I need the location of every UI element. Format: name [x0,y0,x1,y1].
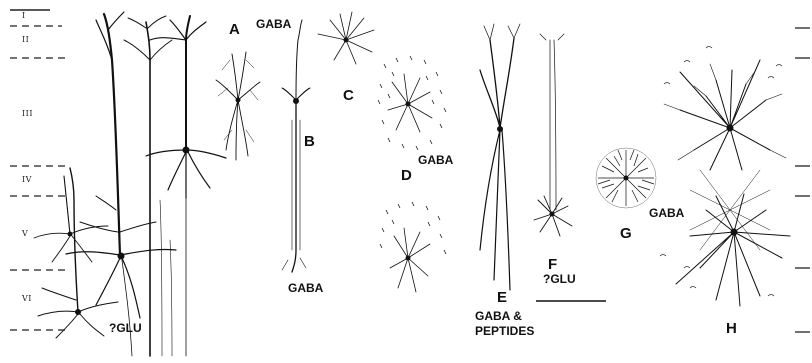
cell-label-d: D [401,168,412,183]
cell-H-drawing [660,47,790,307]
layer-label-i: I [22,12,26,20]
right-layer-ticks [795,28,810,332]
cell-label-g: G [620,226,632,241]
layer-label-vi: VI [22,295,32,303]
cell-h-transmitter-label: GABA [649,207,684,219]
cell-d-transmitter-label: GABA [418,154,453,166]
cell-label-h: H [726,321,737,336]
cell-b-transmitter-bottom: GABA [288,282,323,294]
cell-D-drawing [378,56,446,292]
cell-C-drawing [318,12,374,64]
layer-label-iii: III [22,110,33,118]
cell-e-transmitter-line2: PEPTIDES [475,325,534,337]
pyramidal-transmitter-label: ?GLU [109,322,142,334]
cell-b-transmitter-top: GABA [256,18,291,30]
cell-A-drawing [216,52,260,160]
cell-label-b: B [304,134,315,149]
layer-label-ii: II [22,36,29,44]
cell-f-transmitter-label: ?GLU [543,273,576,285]
cell-F-drawing [534,34,572,236]
layer-boundaries [10,10,66,330]
cell-E-drawing [480,24,520,290]
cell-label-f: F [548,257,557,272]
layer-label-iv: IV [22,176,32,184]
cell-label-a: A [229,22,240,37]
layer-label-v: V [22,230,28,238]
cell-G-drawing [596,148,656,208]
cell-label-c: C [343,88,354,103]
cell-e-transmitter-line1: GABA & [475,310,522,322]
pyramidal-cells [34,12,226,356]
cell-label-e: E [497,290,507,305]
